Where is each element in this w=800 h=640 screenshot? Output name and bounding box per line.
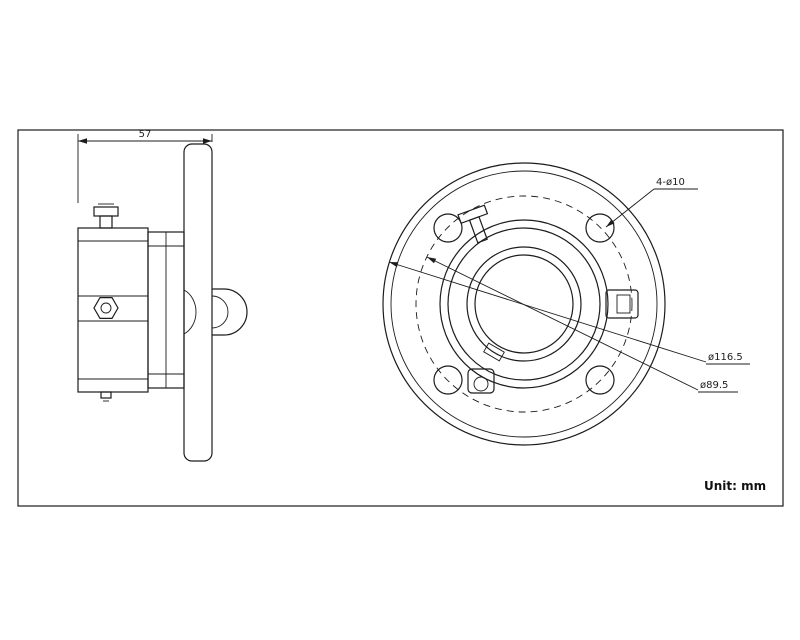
front-view <box>382 162 666 446</box>
side-thumbscrew <box>93 203 119 229</box>
mount-ring-inner <box>447 227 601 381</box>
callouts: 4-ø10 ø116.5 ø89.5 Unit: mm <box>388 177 766 493</box>
side-hex-bolt <box>93 297 119 319</box>
dimension-arrow-left <box>78 138 87 144</box>
release-pin-circle <box>473 376 489 392</box>
front-thumbscrew-head <box>457 204 489 225</box>
bore-inner-circle <box>474 254 574 354</box>
thumbscrew-head <box>93 206 119 217</box>
leader-line-bolt-holes <box>605 188 655 228</box>
bolt-hole-bottom-right <box>585 365 615 395</box>
leader-arrow-outer-diameter <box>389 262 399 268</box>
bolt-hole-bottom-left <box>433 365 463 395</box>
side-lock-boss <box>211 288 248 336</box>
leader-arrow-bolt-holes <box>606 219 615 227</box>
front-thumbscrew-shank <box>468 216 488 244</box>
outer-circle <box>382 162 666 446</box>
hex-bolt-circle <box>100 302 112 314</box>
bolt-holes-label: 4-ø10 <box>656 177 685 188</box>
leader-line-outer-diameter <box>388 261 707 363</box>
side-view: 57 <box>77 129 248 462</box>
leader-line-bolt-circle <box>426 256 699 391</box>
callout-bolt-holes: 4-ø10 <box>605 177 698 228</box>
bolt-hole-top-left <box>433 213 463 243</box>
outer-diameter-label: ø116.5 <box>708 352 743 363</box>
mount-ring-outer <box>439 219 609 389</box>
side-bottom-nub <box>100 391 112 402</box>
right-lock-tab <box>605 289 639 319</box>
callout-outer-diameter: ø116.5 <box>388 261 750 365</box>
side-body-block <box>77 227 149 393</box>
bore-outer-circle <box>466 246 582 362</box>
bolt-circle-diameter-label: ø89.5 <box>700 380 728 391</box>
flange-depth-label: 57 <box>139 129 152 140</box>
leader-arrow-bolt-circle <box>427 257 437 264</box>
bore-keyway <box>483 342 505 362</box>
unit-label: Unit: mm <box>704 479 766 493</box>
flange-bore-arc <box>183 289 197 335</box>
outer-inner-edge-circle <box>390 170 658 438</box>
bottom-release-tab <box>467 368 495 394</box>
callout-bolt-circle-diameter: ø89.5 <box>426 256 738 393</box>
side-neck-step <box>147 231 185 389</box>
side-flange-plate <box>183 143 213 462</box>
hex-bolt-head <box>93 297 119 319</box>
bolt-circle-dashed <box>415 195 633 413</box>
bolt-hole-top-right <box>585 213 615 243</box>
thumbscrew-shank <box>99 215 113 229</box>
front-thumbscrew <box>457 204 489 244</box>
dimension-flange-depth: 57 <box>77 129 213 203</box>
drawing-border <box>17 129 784 507</box>
dimension-arrow-right <box>203 138 212 144</box>
